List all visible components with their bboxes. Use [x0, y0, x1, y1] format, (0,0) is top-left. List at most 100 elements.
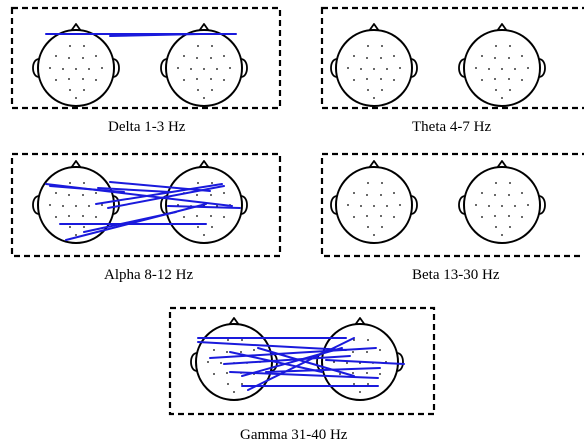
alpha-left-electrode: [62, 205, 64, 207]
beta-right-electrode: [495, 182, 497, 184]
alpha-connection-line: [49, 185, 125, 193]
delta-left-electrode: [101, 67, 103, 69]
delta-left-electrode: [75, 68, 77, 70]
alpha-dashed-frame: [10, 152, 282, 258]
beta-right-electrode: [475, 204, 477, 206]
theta-dashed-frame: [320, 6, 584, 110]
alpha-left-electrode: [69, 226, 71, 228]
delta-left-electrode: [68, 57, 70, 59]
delta-right-head: [160, 23, 248, 107]
alpha-left-left-ear: [32, 195, 40, 215]
delta-left-electrode: [83, 89, 85, 91]
delta-right-electrode: [223, 79, 225, 81]
gamma-right-electrode: [333, 361, 335, 363]
delta-left-electrode: [82, 78, 84, 80]
alpha-right-electrode: [197, 182, 199, 184]
theta-left-electrode: [381, 89, 383, 91]
alpha-left-electrode: [88, 205, 90, 207]
alpha-right-electrode: [210, 215, 212, 217]
delta-left-electrode: [95, 79, 97, 81]
beta-left-electrode: [399, 204, 401, 206]
delta-left-electrode: [68, 78, 70, 80]
beta-left-right-ear: [410, 195, 418, 215]
alpha-connection-line: [167, 205, 241, 209]
gamma-connection-line: [229, 351, 323, 373]
gamma-right-electrode: [352, 351, 354, 353]
gamma-left-electrode: [241, 383, 243, 385]
delta-right-electrode: [177, 67, 179, 69]
beta-left-electrode: [381, 226, 383, 228]
beta-connectivity-diagram: [320, 152, 584, 258]
beta-right-electrode: [509, 226, 511, 228]
alpha-left-electrode: [55, 192, 57, 194]
theta-left-electrode: [366, 78, 368, 80]
theta-right-electrode: [514, 68, 516, 70]
theta-left-left-ear: [330, 58, 338, 78]
alpha-connection-line: [107, 185, 225, 209]
beta-left-electrode: [393, 216, 395, 218]
alpha-left-electrode: [75, 205, 77, 207]
beta-left-scalp: [335, 166, 413, 244]
theta-right-electrode: [495, 89, 497, 91]
alpha-left-electrode: [83, 226, 85, 228]
gamma-right-electrode: [367, 339, 369, 341]
delta-left-electrode: [62, 68, 64, 70]
gamma-left-electrode: [213, 373, 215, 375]
theta-right-electrode: [521, 79, 523, 81]
beta-right-electrode: [521, 216, 523, 218]
delta-left-electrode: [75, 97, 77, 99]
gamma-connection-lines: [197, 337, 405, 391]
beta-left-left-ear: [330, 195, 338, 215]
beta-left-electrode: [380, 215, 382, 217]
delta-right-electrode: [183, 79, 185, 81]
beta-right-electrode: [494, 215, 496, 217]
alpha-connection-line: [97, 187, 171, 193]
delta-caption: Delta 1-3 Hz: [108, 119, 186, 135]
alpha-connection-lines: [45, 181, 241, 241]
theta-right-electrode: [509, 45, 511, 47]
delta-left-electrode: [83, 45, 85, 47]
theta-right-electrode: [527, 67, 529, 69]
theta-right-electrode: [509, 89, 511, 91]
theta-left-electrode: [373, 68, 375, 70]
beta-left-electrode: [386, 205, 388, 207]
alpha-right-electrode: [203, 234, 205, 236]
theta-connectivity-diagram: [320, 6, 584, 110]
gamma-right-electrode: [367, 383, 369, 385]
alpha-right-electrode: [223, 216, 225, 218]
gamma-connection-line: [257, 347, 355, 377]
alpha-right-electrode: [223, 192, 225, 194]
gamma-right-electrode: [352, 372, 354, 374]
gamma-caption: Gamma 31-40 Hz: [240, 427, 348, 443]
gamma-connection-line: [325, 359, 405, 365]
gamma-left-electrode: [241, 339, 243, 341]
alpha-left-electrode: [69, 182, 71, 184]
delta-right-electrode: [216, 68, 218, 70]
theta-heads: [330, 23, 546, 107]
delta-left-electrode: [55, 79, 57, 81]
theta-right-electrode: [494, 78, 496, 80]
alpha-connectivity-diagram: [10, 152, 282, 258]
panel-alpha: Alpha 8-12 Hz: [0, 146, 292, 290]
beta-right-left-ear: [458, 195, 466, 215]
gamma-dashed-frame: [168, 306, 436, 416]
gamma-left-electrode: [240, 351, 242, 353]
gamma-left-left-ear: [190, 352, 198, 372]
alpha-right-electrode: [211, 182, 213, 184]
gamma-right-right-ear: [396, 352, 404, 372]
beta-right-electrode: [495, 226, 497, 228]
alpha-left-electrode: [68, 194, 70, 196]
gamma-right-electrode: [366, 351, 368, 353]
gamma-right-electrode: [339, 373, 341, 375]
delta-right-right-ear: [240, 58, 248, 78]
theta-left-electrode: [393, 79, 395, 81]
delta-left-electrode: [95, 55, 97, 57]
delta-right-electrode: [196, 78, 198, 80]
beta-left-electrode: [380, 194, 382, 196]
alpha-right-electrode: [210, 194, 212, 196]
alpha-left-electrode: [95, 216, 97, 218]
theta-left-head: [330, 23, 418, 107]
gamma-left-electrode: [220, 362, 222, 364]
alpha-left-electrode: [82, 194, 84, 196]
delta-connectivity-diagram: [10, 6, 282, 110]
